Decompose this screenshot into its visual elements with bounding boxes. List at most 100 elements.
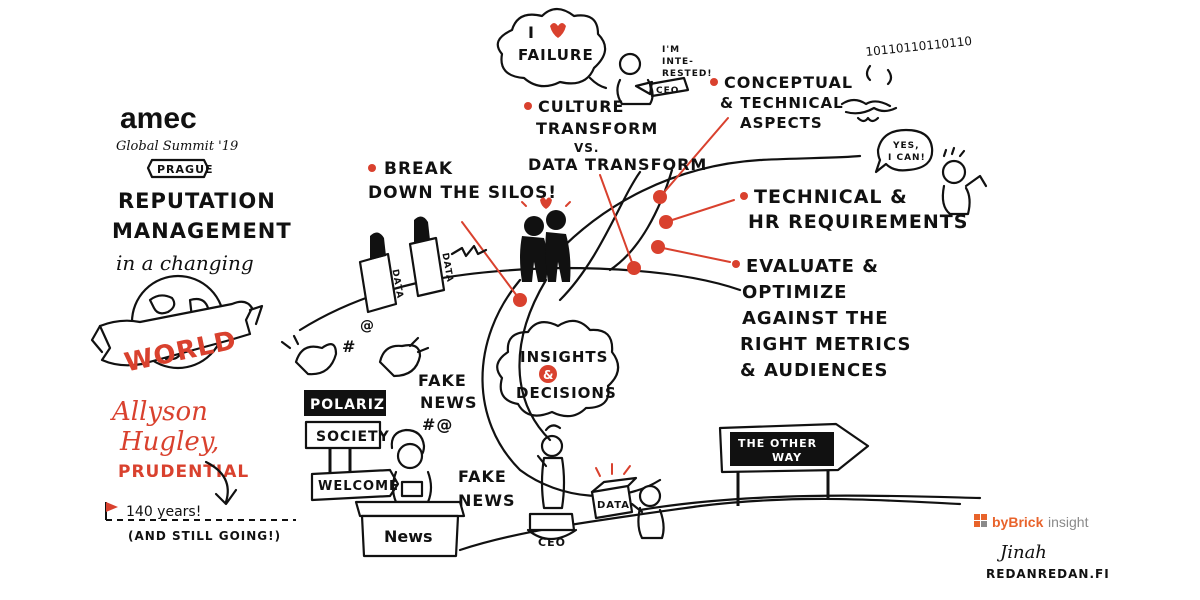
leader-technical [665, 199, 735, 223]
culture-1: CULTURE [538, 97, 624, 116]
insights-cloud: INSIGHTS & DECISIONS [496, 319, 620, 418]
culture-4: DATA TRANSFORM [528, 155, 707, 174]
bullet-evaluate [732, 260, 740, 268]
eval-5: & AUDIENCES [740, 360, 888, 381]
bybrick-bold: byBrick [992, 514, 1044, 530]
fake-news-1b: NEWS [420, 393, 478, 412]
speaker-name-1: Allyson [110, 397, 208, 427]
eval-4: RIGHT METRICS [740, 334, 912, 355]
news-desk: News [354, 500, 466, 558]
upper-road-outer [608, 168, 674, 272]
conceptual-1: CONCEPTUAL [724, 73, 853, 92]
handshake-icon [840, 64, 898, 123]
yes-text-1: YES, [892, 141, 920, 151]
couple-silhouette [520, 197, 571, 282]
crumble-mark [450, 244, 488, 258]
polarized-2: SOCIETY [316, 429, 390, 445]
other-way-1: THE OTHER [738, 437, 817, 450]
ceo-speech-2: INTE- [662, 57, 694, 67]
data-box-label: DATA [597, 500, 630, 511]
hash-symbol-1: # [342, 337, 356, 356]
leader-evaluate [657, 246, 731, 263]
ceo-tag-top: CEO [656, 86, 679, 96]
artist-signature: Jinah [996, 542, 1047, 563]
data-silo-left: DATA [358, 232, 405, 314]
culture-2: TRANSFORM [536, 119, 658, 138]
leader-silos [461, 221, 521, 301]
leader-culture [599, 174, 635, 269]
conceptual-2: & TECHNICAL [720, 94, 844, 112]
silos-1: BREAK [384, 159, 453, 179]
lower-road-inner [638, 494, 982, 512]
polarized-sign: POLARIZED SOCIETY [304, 390, 408, 476]
bullet-silos [368, 164, 376, 172]
arrow-down [204, 460, 229, 504]
hash-at: #@ [422, 415, 453, 434]
arrow-down-head [214, 488, 238, 506]
artist-site: REDANREDAN.FI [986, 567, 1110, 581]
insights-1: INSIGHTS [520, 348, 608, 366]
title-line-2: MANAGEMENT [112, 219, 292, 243]
title-line-1: REPUTATION [118, 189, 276, 213]
bullet-culture [524, 102, 532, 110]
eval-2: OPTIMIZE [742, 282, 847, 303]
bybrick-logo: byBrick insight [974, 514, 1089, 530]
failure-text: FAILURE [518, 46, 594, 64]
ceo-speech-3: RESTED! [662, 69, 712, 79]
event-name: Global Summit '19 [116, 139, 238, 154]
upper-road-edge [538, 154, 862, 274]
tech-1: TECHNICAL & [754, 186, 908, 208]
binary-text: 10110110110110 [865, 34, 973, 59]
ceo-speech-1: I'M [662, 45, 680, 55]
speaker-name-2: Hugley, [119, 427, 219, 457]
amec-logo-text: amec [120, 102, 197, 135]
failure-i: I [528, 23, 535, 42]
fake-news-1a: FAKE [418, 371, 467, 390]
winding-road-right [518, 278, 552, 442]
speaker-company: PRUDENTIAL [118, 462, 249, 482]
culture-3: VS. [574, 141, 600, 155]
ceo-on-pedestal: CEO [526, 424, 578, 549]
flag-icon [105, 502, 118, 520]
leader-conceptual [659, 117, 729, 198]
news-label: News [384, 527, 433, 546]
insights-amp: & [543, 368, 554, 382]
ceo-figure-top: I'M INTE- RESTED! CEO [616, 45, 712, 106]
other-way-sign: THE OTHER WAY [718, 422, 870, 506]
paper-icon [400, 480, 424, 498]
conceptual-3: ASPECTS [740, 114, 823, 132]
birds-icon: # @ [280, 318, 430, 378]
city-tag: PRAGUE [146, 158, 214, 179]
timeline-note: (AND STILL GOING!) [128, 529, 281, 543]
polarized-1: POLARIZED [310, 397, 408, 413]
bullet-conceptual [710, 78, 718, 86]
other-way-2: WAY [772, 451, 802, 464]
data-silo-right: DATA [408, 216, 454, 298]
tech-2: HR REQUIREMENTS [748, 211, 968, 233]
city-label: PRAGUE [157, 163, 214, 176]
bybrick-light: insight [1048, 514, 1089, 530]
eval-1: EVALUATE & [746, 256, 879, 277]
insights-amp-circle [539, 365, 557, 383]
welcome-label: WELCOME [318, 479, 399, 494]
heart-small-icon [540, 197, 552, 209]
bullet-technical [740, 192, 748, 200]
data-box-figure: DATA [590, 463, 665, 540]
eval-3: AGAINST THE [742, 308, 889, 329]
heart-icon [550, 23, 566, 38]
welcome-sign: WELCOME [310, 468, 400, 502]
insights-2: DECISIONS [516, 384, 617, 402]
swirl-symbol: @ [360, 318, 375, 334]
lower-road-edge [458, 497, 962, 552]
ceo-pedestal-label: CEO [538, 536, 566, 549]
failure-cloud: I FAILURE [496, 7, 608, 90]
silos-2: DOWN THE SILOS! [368, 183, 557, 203]
timeline-years: 140 years! [126, 504, 201, 520]
title-line-3: in a changing [116, 251, 254, 275]
fake-news-2b: NEWS [458, 491, 516, 510]
yes-text-2: I CAN! [888, 153, 926, 163]
upper-road-inner [558, 170, 642, 302]
fake-news-2a: FAKE [458, 467, 507, 486]
world-banner: WORLD [90, 300, 264, 378]
